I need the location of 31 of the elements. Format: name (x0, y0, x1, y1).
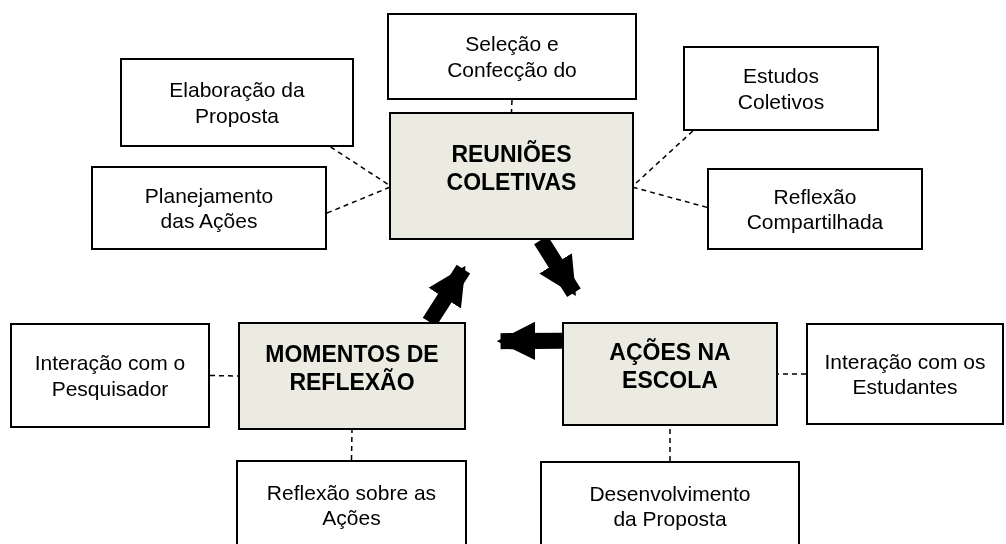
box-label: Seleção e Confecção do (446, 31, 578, 82)
topic-box (10, 323, 210, 428)
connector-line (510, 99, 513, 113)
stage-box (562, 322, 778, 426)
topic-box (120, 58, 354, 147)
box-label: Interação com o Pesquisador (33, 350, 187, 401)
connector-line (633, 186, 708, 209)
connector-line (350, 429, 353, 461)
box-label: Planejamento das Ações (143, 182, 275, 234)
box-label: Elaboração da Proposta (168, 77, 306, 128)
stage-box (389, 112, 634, 240)
box-label: MOMENTOS DE REFLEXÃO (264, 341, 440, 397)
connector-line (329, 146, 390, 186)
box-label: Reflexão sobre as Ações (266, 479, 437, 531)
connector-line (326, 186, 390, 214)
box-label: Reflexão Compartilhada (745, 183, 885, 235)
box-label: Interação com os Estudantes (823, 348, 987, 400)
connector-line (633, 130, 694, 186)
box-label: REUNIÕES COLETIVAS (445, 141, 578, 197)
stage-box (238, 322, 466, 430)
box-label: Desenvolvimento da Proposta (588, 480, 752, 532)
box-label: Estudos Coletivos (736, 63, 826, 114)
topic-box (707, 168, 923, 250)
topic-box (540, 461, 800, 544)
box-label: AÇÕES NA ESCOLA (608, 339, 732, 395)
block-arrow (496, 321, 563, 361)
topic-box (387, 13, 637, 100)
topic-box (91, 166, 327, 250)
topic-box (236, 460, 467, 544)
topic-box (806, 323, 1004, 425)
topic-box (683, 46, 879, 131)
